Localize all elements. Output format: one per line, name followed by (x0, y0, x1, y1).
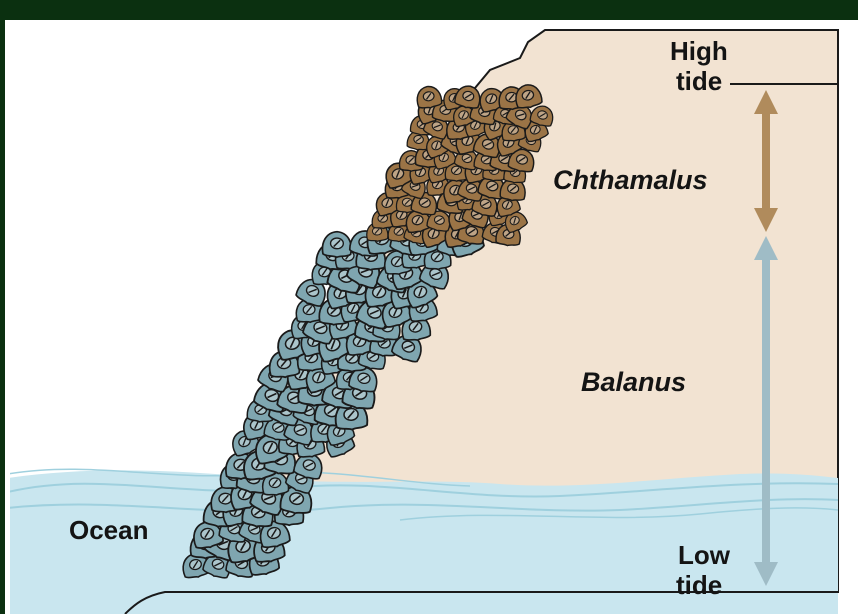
barnacle-icon (322, 231, 351, 257)
low-tide-label-line1: Low (678, 540, 731, 570)
high-tide-label-line2: tide (676, 66, 722, 96)
low-tide-label-line2: tide (676, 570, 722, 600)
top-frame-bar (0, 0, 858, 20)
high-tide-label-line1: High (670, 36, 728, 66)
chthamalus-label: Chthamalus (553, 165, 708, 195)
balanus-label: Balanus (581, 367, 686, 397)
left-frame-bar (0, 0, 5, 614)
ocean-label: Ocean (69, 515, 149, 545)
